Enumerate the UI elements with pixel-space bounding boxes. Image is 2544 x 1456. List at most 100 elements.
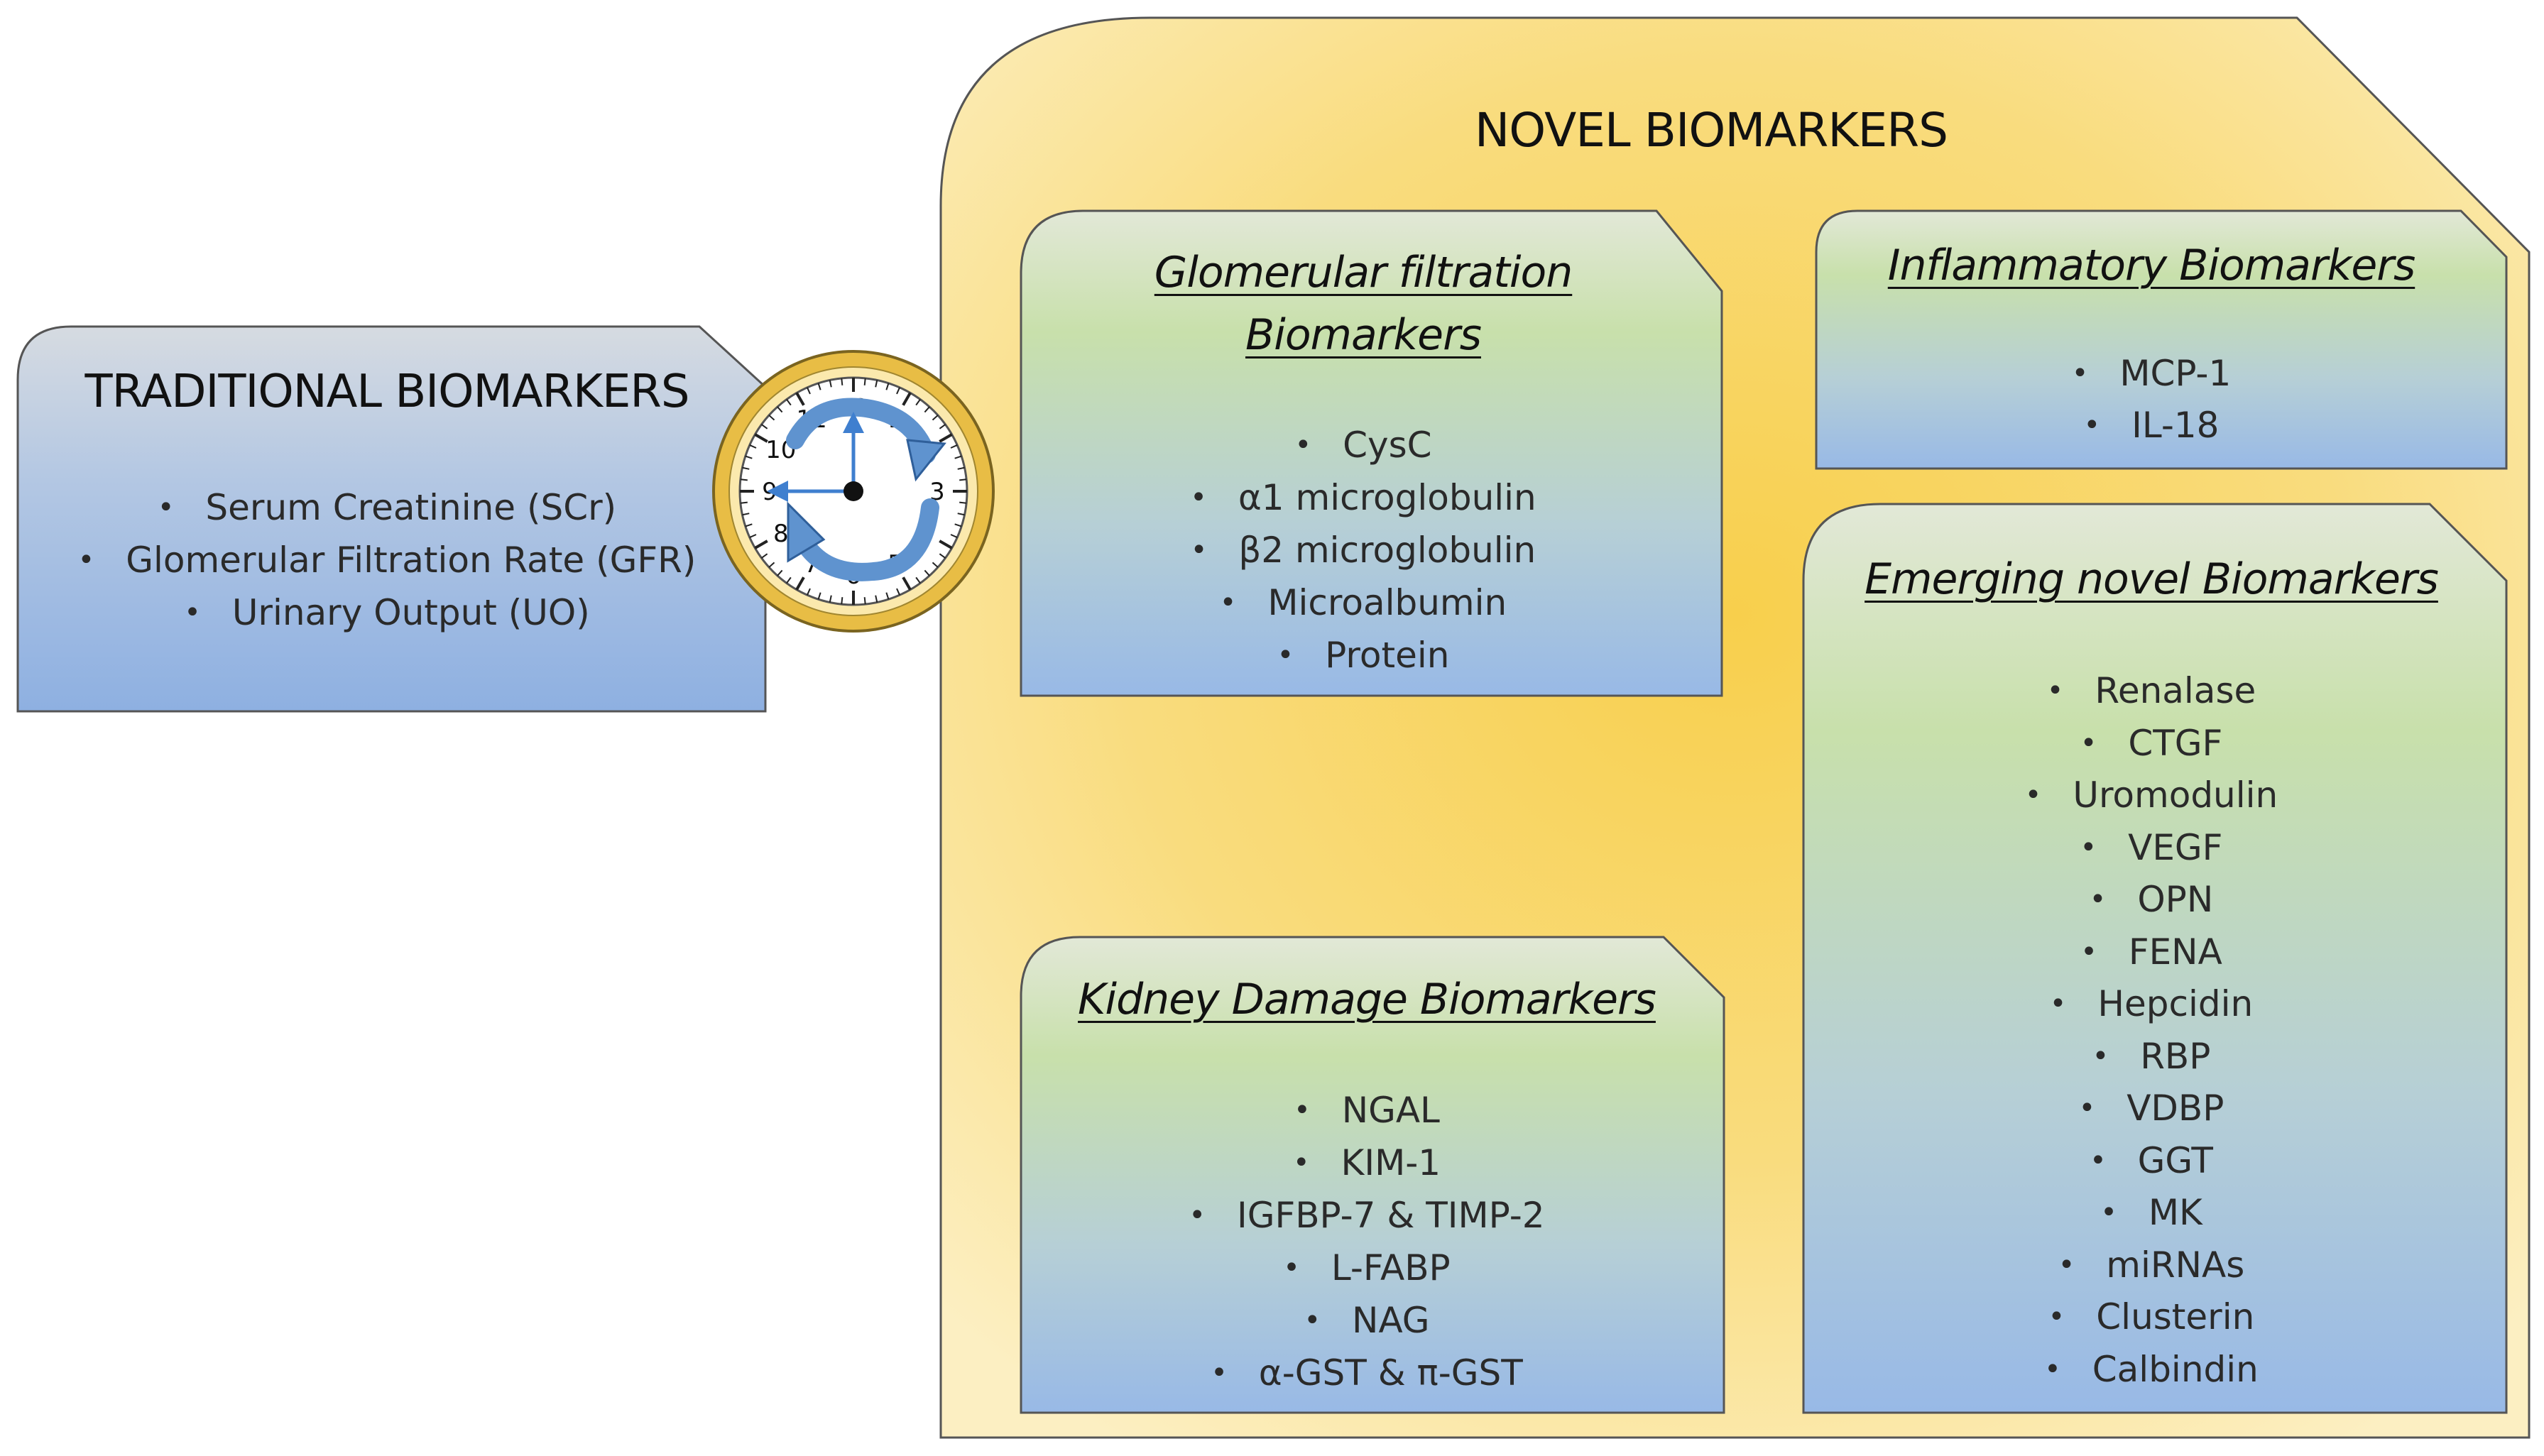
glomerular-title-line2: Biomarkers — [1245, 310, 1482, 360]
list-item-label: GGT — [2137, 1139, 2213, 1181]
list-item-label: NGAL — [1341, 1090, 1440, 1131]
bullet-icon: • — [1292, 1146, 1310, 1179]
list-item: •CTGF — [1814, 718, 2489, 770]
clock-tick — [950, 444, 958, 449]
bullet-icon: • — [1190, 534, 1208, 566]
bullet-icon: • — [1219, 586, 1237, 619]
bullet-icon: • — [2080, 831, 2097, 864]
list-item: •MK — [1814, 1187, 2489, 1239]
list-item-label: Hepcidin — [2097, 983, 2254, 1024]
clock-tick — [950, 534, 958, 538]
clock-tick — [924, 406, 930, 413]
bullet-icon: • — [2071, 357, 2089, 390]
clock-tick — [760, 424, 768, 429]
list-item-label: MCP-1 — [2119, 353, 2232, 394]
list-item: • KIM-1 — [1030, 1137, 1704, 1189]
list-item: •Microalbumin — [1030, 576, 1697, 629]
clock-tick — [959, 478, 967, 481]
bullet-icon: • — [2092, 1039, 2109, 1073]
list-item: • NGAL — [1030, 1084, 1704, 1137]
clock-tick — [841, 597, 844, 605]
list-item: • Hepcidin — [1814, 978, 2489, 1031]
clock-tick — [749, 534, 757, 538]
clock-tick — [841, 378, 844, 385]
bullet-icon: • — [1294, 429, 1312, 461]
emerging-box-shape — [1802, 503, 2508, 1414]
list-item: • β2 microglobulin — [1030, 524, 1697, 576]
kidney-box-shape — [1020, 936, 1725, 1414]
inflammatory-list: • MCP-1 •IL-18 — [1818, 348, 2485, 451]
bullet-icon: • — [2078, 1092, 2096, 1124]
list-item-label: KIM-1 — [1341, 1142, 1441, 1183]
list-item: • MCP-1 — [1818, 348, 2485, 400]
clock-tick — [745, 455, 753, 459]
emerging-list: •Renalase•CTGF•Uromodulin•VEGF•OPN•FENA•… — [1814, 665, 2489, 1396]
list-item: •α-GST & π-GST — [1030, 1347, 1704, 1399]
clock-tick — [760, 553, 768, 559]
clock-tick — [777, 406, 783, 413]
clock-tick — [957, 466, 965, 470]
list-item-label: MK — [2148, 1192, 2202, 1233]
clock-tick — [795, 392, 805, 406]
inflammatory-box-shape — [1815, 209, 2508, 470]
bullet-icon: • — [1277, 639, 1294, 672]
clock-tick — [754, 433, 768, 443]
list-item-label: VEGF — [2128, 826, 2223, 868]
clock-tick — [786, 398, 792, 406]
clock-tick — [817, 383, 821, 390]
clock-tick — [885, 592, 890, 600]
list-item: •Glomerular Filtration Rate (GFR) — [28, 534, 746, 586]
bullet-icon: • — [157, 491, 175, 524]
bullet-icon: • — [1190, 481, 1207, 514]
list-item: • CysC — [1030, 419, 1697, 471]
list-item: • VEGF — [1814, 822, 2489, 875]
list-item: •OPN — [1814, 874, 2489, 926]
traditional-list: •Serum Creatinine (SCr)•Glomerular Filtr… — [28, 481, 746, 639]
list-item-label: L-FABP — [1331, 1247, 1451, 1288]
clock-tick — [786, 576, 792, 584]
list-item: •IL-18 — [1818, 400, 2485, 451]
list-item-label: Urinary Output (UO) — [231, 592, 590, 633]
list-item-label: RBP — [2140, 1035, 2211, 1077]
bullet-icon: • — [184, 596, 201, 629]
list-item: •miRNAs — [1814, 1239, 2489, 1292]
clock-tick — [768, 415, 775, 421]
clock-tick — [954, 455, 962, 459]
kidney-list: •NGAL•KIM-1•IGFBP-7 & TIMP-2•L-FABP•NAG•… — [1030, 1084, 1704, 1399]
bullet-icon: • — [2090, 1144, 2107, 1177]
traditional-title: TRADITIONAL BIOMARKERS — [84, 366, 689, 418]
clock-tick — [742, 466, 750, 470]
bullet-icon: • — [2080, 935, 2097, 968]
list-item-label: α1 microglobulin — [1238, 477, 1536, 518]
bullet-icon: • — [2049, 987, 2067, 1020]
bullet-icon: • — [2089, 883, 2107, 916]
bullet-icon: • — [2058, 1248, 2075, 1281]
clock-tick — [954, 523, 962, 527]
clock-tick — [896, 387, 900, 395]
bullet-icon: • — [2024, 779, 2042, 811]
clock-tick — [817, 592, 821, 600]
glomerular-box-shape — [1020, 209, 1723, 697]
glomerular-list: •CysC•α1 microglobulin•β2 microglobulin•… — [1030, 419, 1697, 682]
list-item-label: CysC — [1343, 425, 1432, 466]
list-item-label: β2 microglobulin — [1238, 530, 1536, 571]
list-item: • RBP — [1814, 1031, 2489, 1083]
bullet-icon: • — [1304, 1304, 1321, 1337]
list-item: • Protein — [1030, 629, 1697, 682]
bullet-icon: • — [2044, 1352, 2061, 1386]
clock-tick — [875, 380, 878, 388]
clock-tick — [939, 433, 953, 443]
list-item: • Urinary Output (UO) — [28, 586, 746, 639]
list-item-label: Uromodulin — [2073, 774, 2278, 816]
list-item-label: Protein — [1325, 635, 1450, 676]
bullet-icon: • — [77, 544, 95, 576]
clock-icon: 121234567891011 — [712, 350, 995, 633]
bullet-icon: • — [1294, 1094, 1311, 1127]
clock-tick — [939, 424, 946, 429]
emerging-title: Emerging novel Biomarkers — [1865, 554, 2439, 604]
bullet-icon: • — [2046, 674, 2064, 707]
clock-tick — [754, 540, 768, 549]
clock-tick — [863, 378, 866, 385]
clock-tick — [749, 444, 757, 449]
clock-tick — [863, 597, 866, 605]
